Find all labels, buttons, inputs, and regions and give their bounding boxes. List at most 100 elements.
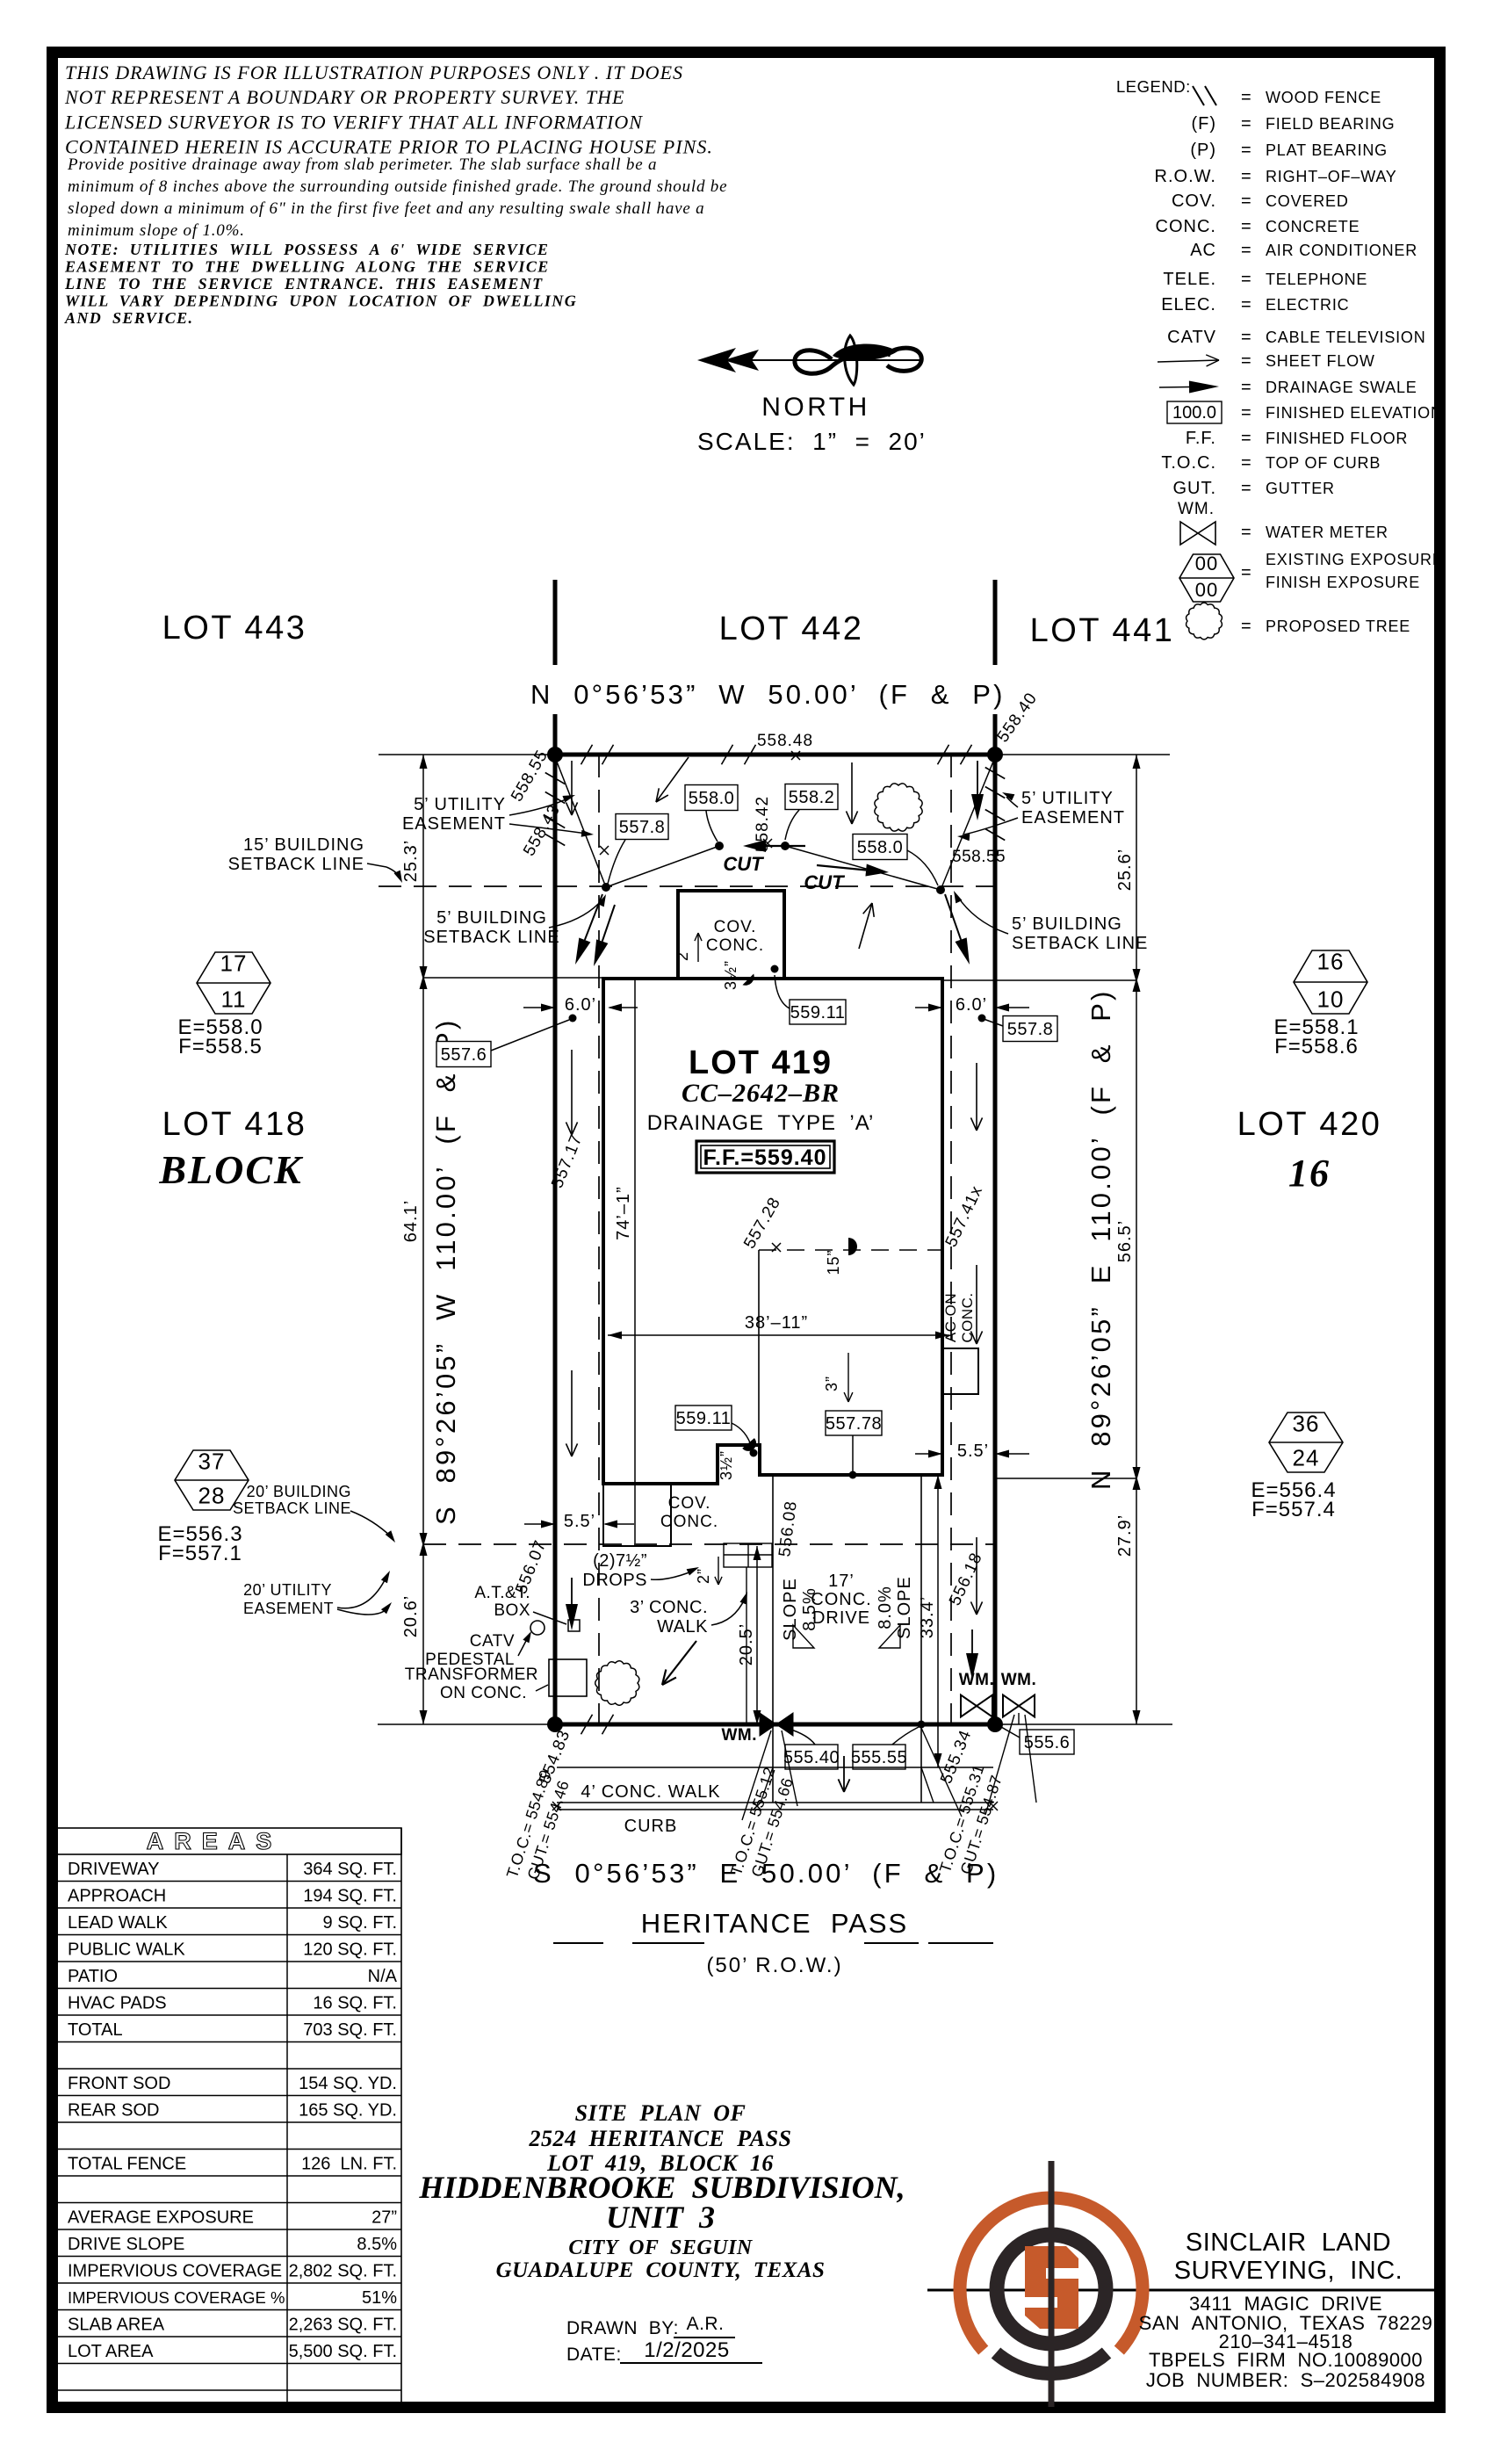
svg-text:PEDESTAL: PEDESTAL <box>425 1651 515 1669</box>
svg-text:=: = <box>1241 88 1251 107</box>
svg-text:PUBLIC WALK: PUBLIC WALK <box>68 1940 185 1960</box>
svg-text:LOT 442: LOT 442 <box>719 611 864 647</box>
svg-text:CABLE TELEVISION: CABLE TELEVISION <box>1266 329 1426 346</box>
svg-text:DRAINAGE TYPE ’A’: DRAINAGE TYPE ’A’ <box>647 1111 875 1135</box>
svg-text:=: = <box>1241 167 1251 186</box>
svg-text:FIELD BEARING: FIELD BEARING <box>1266 115 1395 133</box>
svg-text:558.0: 558.0 <box>689 789 735 808</box>
svg-text:JOB NUMBER: S–202584908: JOB NUMBER: S–202584908 <box>1146 2369 1425 2391</box>
svg-text:IMPERVIOUS COVERAGE %: IMPERVIOUS COVERAGE % <box>68 2288 285 2307</box>
svg-text:5,500 SQ. FT.: 5,500 SQ. FT. <box>289 2342 397 2361</box>
svg-text:557.8: 557.8 <box>619 818 666 837</box>
svg-text:=: = <box>1241 479 1251 498</box>
svg-text:PROPOSED TREE: PROPOSED TREE <box>1266 618 1410 635</box>
svg-text:FINISHED ELEVATION: FINISHED ELEVATION <box>1266 404 1443 422</box>
svg-text:703 SQ. FT.: 703 SQ. FT. <box>303 2020 397 2040</box>
svg-text:SLOPE: SLOPE <box>781 1578 800 1641</box>
svg-text:HIDDENBROOKE SUBDIVISION,: HIDDENBROOKE SUBDIVISION, <box>418 2170 905 2205</box>
svg-text:8.0%: 8.0% <box>876 1586 895 1629</box>
svg-text:minimum of 8 inches above the: minimum of 8 inches above the surroundin… <box>68 177 727 196</box>
svg-text:REAR SOD: REAR SOD <box>68 2101 159 2121</box>
svg-text:SAN ANTONIO, TEXAS 78229: SAN ANTONIO, TEXAS 78229 <box>1139 2312 1433 2334</box>
svg-text:LOT 443: LOT 443 <box>162 610 307 647</box>
svg-text:WATER METER: WATER METER <box>1266 524 1388 541</box>
svg-text:WALK: WALK <box>657 1617 708 1637</box>
svg-text:15’ BUILDING: 15’ BUILDING <box>243 835 364 855</box>
svg-text:sloped down a minimum of 6" in: sloped down a minimum of 6" in the first… <box>68 199 704 218</box>
svg-text:NORTH: NORTH <box>761 393 870 422</box>
svg-text:F=557.4: F=557.4 <box>1251 1498 1336 1521</box>
svg-text:COVERED: COVERED <box>1266 192 1349 210</box>
svg-text:37: 37 <box>198 1448 226 1474</box>
svg-text:FINISH EXPOSURE: FINISH EXPOSURE <box>1266 574 1420 591</box>
svg-text:BOX: BOX <box>494 1601 530 1620</box>
svg-text:SURVEYING, INC.: SURVEYING, INC. <box>1174 2257 1403 2285</box>
svg-text:2524 HERITANCE PASS: 2524 HERITANCE PASS <box>529 2126 792 2151</box>
svg-text:F=558.6: F=558.6 <box>1274 1035 1359 1059</box>
svg-text:56.5’: 56.5’ <box>1115 1220 1135 1262</box>
svg-text:=: = <box>1241 378 1251 397</box>
svg-text:A.T.&T.: A.T.&T. <box>474 1584 530 1602</box>
svg-text:DRIVEWAY: DRIVEWAY <box>68 1860 159 1879</box>
svg-text:5.5’: 5.5’ <box>564 1512 595 1531</box>
svg-text:DRIVE SLOPE: DRIVE SLOPE <box>68 2235 184 2254</box>
svg-text:COV.: COV. <box>668 1494 711 1513</box>
svg-text:555.40: 555.40 <box>783 1748 840 1767</box>
svg-text:S 0°56’53” E 50.00’ (F &: S 0°56’53” E 50.00’ (F & P) <box>533 1858 999 1889</box>
svg-text:557.78: 557.78 <box>826 1414 882 1434</box>
svg-text:=: = <box>1241 617 1251 636</box>
svg-text:EASEMENT: EASEMENT <box>402 814 506 834</box>
svg-text:36: 36 <box>1293 1410 1320 1436</box>
svg-text:E=558.1: E=558.1 <box>1273 1015 1359 1039</box>
svg-text:ELECTRIC: ELECTRIC <box>1266 296 1349 314</box>
svg-text:25.6’: 25.6’ <box>1115 849 1135 891</box>
svg-text:AREAS: AREAS <box>147 1828 283 1854</box>
svg-text:5’ UTILITY: 5’ UTILITY <box>414 795 506 814</box>
svg-text:DRAWN BY:: DRAWN BY: <box>566 2318 679 2338</box>
svg-text:SETBACK LINE: SETBACK LINE <box>423 928 559 947</box>
svg-text:555.6: 555.6 <box>1024 1733 1071 1752</box>
svg-text:3’ CONC.: 3’ CONC. <box>630 1598 708 1617</box>
svg-text:51%: 51% <box>362 2288 397 2308</box>
svg-text:DATE:: DATE: <box>566 2345 622 2365</box>
svg-text:11: 11 <box>221 986 247 1013</box>
svg-text:WM.: WM. <box>1178 500 1215 518</box>
svg-text:555.55: 555.55 <box>851 1748 907 1767</box>
svg-text:E=558.0: E=558.0 <box>177 1015 263 1039</box>
svg-text:=: = <box>1241 217 1251 236</box>
svg-text:N 0°56’53” W 50.00’ (F &: N 0°56’53” W 50.00’ (F & P) <box>530 679 1006 710</box>
svg-text:2,263 SQ. FT.: 2,263 SQ. FT. <box>289 2316 397 2335</box>
svg-text:LICENSED SURVEYOR IS TO VERIFY: LICENSED SURVEYOR IS TO VERIFY THAT ALL … <box>64 111 643 133</box>
svg-text:6.0’: 6.0’ <box>565 995 596 1015</box>
svg-text:=: = <box>1241 429 1251 448</box>
svg-text:33.4’: 33.4’ <box>918 1596 937 1638</box>
svg-text:LOT 441: LOT 441 <box>1030 612 1175 649</box>
svg-text:558.0: 558.0 <box>857 838 904 857</box>
svg-text:CONC.: CONC. <box>1156 217 1216 236</box>
svg-text:AVERAGE EXPOSURE: AVERAGE EXPOSURE <box>68 2208 254 2228</box>
svg-text:16: 16 <box>1288 1152 1331 1195</box>
svg-text:3½”: 3½” <box>722 960 739 990</box>
svg-text:2,802 SQ. FT.: 2,802 SQ. FT. <box>289 2262 397 2281</box>
svg-text:AND SERVICE.: AND SERVICE. <box>64 309 193 327</box>
svg-text:TELEPHONE: TELEPHONE <box>1266 271 1367 288</box>
svg-text:CONTAINED HEREIN IS ACCURATE P: CONTAINED HEREIN IS ACCURATE PRIOR TO PL… <box>65 136 713 158</box>
svg-text:SLOPE: SLOPE <box>895 1576 914 1639</box>
svg-text:CC–2642–BR: CC–2642–BR <box>682 1079 840 1108</box>
svg-text:CATV: CATV <box>1167 328 1216 347</box>
svg-text:LEAD WALK: LEAD WALK <box>68 1913 168 1933</box>
svg-text:EASEMENT: EASEMENT <box>243 1600 334 1617</box>
svg-text:F.F.=559.40: F.F.=559.40 <box>703 1145 827 1170</box>
svg-text:2”: 2” <box>695 1568 712 1584</box>
svg-text:9 SQ. FT.: 9 SQ. FT. <box>323 1913 397 1933</box>
svg-text:DRAINAGE SWALE: DRAINAGE SWALE <box>1266 379 1417 396</box>
svg-text:HERITANCE PASS: HERITANCE PASS <box>641 1908 908 1939</box>
svg-text:SCALE: 1” = 20’: SCALE: 1” = 20’ <box>697 428 927 455</box>
svg-text:17’: 17’ <box>828 1572 855 1591</box>
svg-text:R.O.W.: R.O.W. <box>1155 167 1216 186</box>
svg-text:SETBACK LINE: SETBACK LINE <box>1012 934 1148 953</box>
svg-text:T.O.C.: T.O.C. <box>1161 453 1216 473</box>
svg-text:SETBACK LINE: SETBACK LINE <box>233 1499 351 1517</box>
svg-text:28: 28 <box>198 1483 226 1509</box>
svg-text:CATV: CATV <box>470 1632 515 1651</box>
